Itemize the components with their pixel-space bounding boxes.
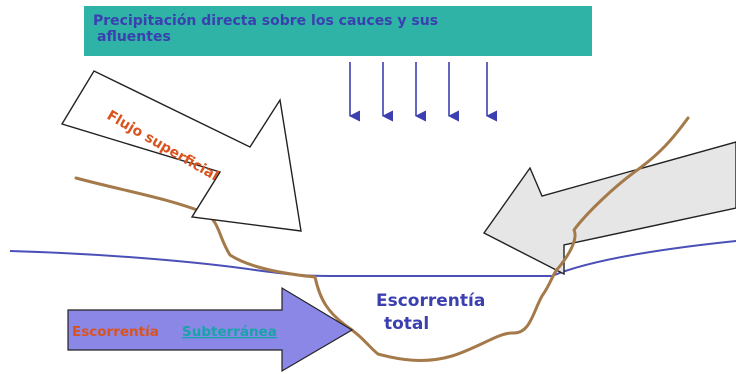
- banner-line-2: afluentes: [97, 29, 171, 45]
- underground-prefix-label: Escorrentía: [72, 324, 159, 340]
- precipitation-banner: Precipitación directa sobre los cauces y…: [84, 6, 592, 56]
- right-inflow-arrow: [482, 141, 736, 276]
- surface-flow-arrow: [60, 70, 302, 232]
- water-line: [9, 240, 736, 277]
- total-runoff-label-line-1: Escorrentía: [376, 291, 485, 311]
- rain-arrows: [348, 62, 498, 122]
- underground-link[interactable]: Subterránea: [182, 324, 277, 340]
- terrain-profile: [74, 116, 690, 362]
- underground-flow-arrow: [67, 286, 354, 373]
- total-runoff-label-line-2: total: [384, 314, 429, 334]
- banner-line-1: Precipitación directa sobre los cauces y…: [93, 13, 439, 29]
